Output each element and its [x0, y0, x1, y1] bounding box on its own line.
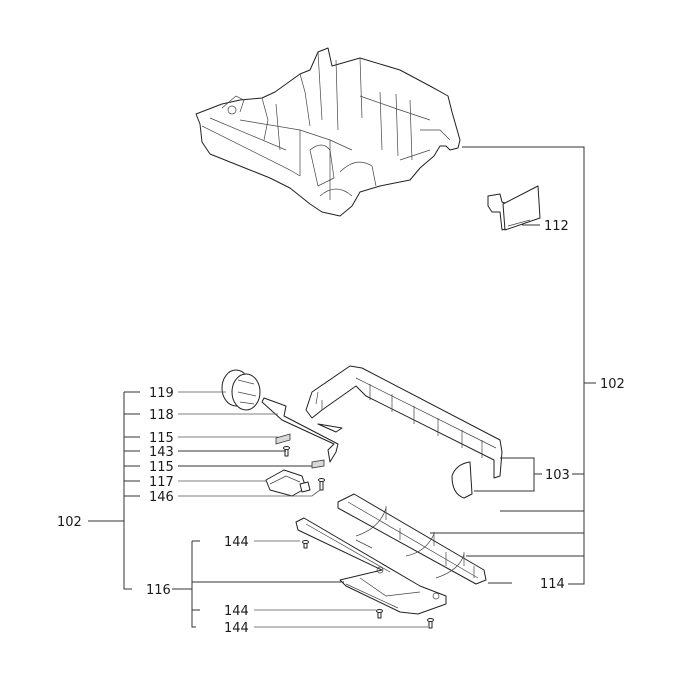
label-112: 112: [544, 219, 569, 234]
label-119: 119: [149, 386, 174, 401]
part-114-rail[interactable]: [337, 493, 487, 585]
part-115-clip-b[interactable]: [311, 459, 325, 469]
part-144-screw-c[interactable]: [427, 618, 434, 629]
part-103-endcap[interactable]: [451, 461, 473, 499]
leader-lines: [88, 146, 596, 628]
label-117: 117: [149, 475, 174, 490]
callout-labels: 112 102 103 114 119 118 115 143 115 117 …: [57, 219, 625, 636]
part-117-cover[interactable]: [265, 469, 311, 497]
label-146: 146: [149, 490, 174, 505]
label-114: 114: [540, 577, 565, 592]
label-116: 116: [146, 583, 171, 598]
label-102-left: 102: [57, 515, 82, 530]
part-144-screw-b[interactable]: [376, 609, 383, 619]
label-144-a: 144: [224, 535, 249, 550]
label-115-b: 115: [149, 460, 174, 475]
label-143: 143: [149, 445, 174, 460]
label-144-c: 144: [224, 621, 249, 636]
part-144-screw-a[interactable]: [302, 540, 309, 549]
part-103-rail[interactable]: [305, 365, 503, 479]
label-144-b: 144: [224, 604, 249, 619]
part-116-baseplate[interactable]: [295, 517, 447, 615]
part-119-knob[interactable]: [221, 369, 261, 411]
part-115-clip-a[interactable]: [275, 433, 291, 445]
part-102-housing[interactable]: [195, 47, 461, 217]
label-118: 118: [149, 408, 174, 423]
label-115-a: 115: [149, 431, 174, 446]
label-102-right: 102: [600, 377, 625, 392]
part-112-bracket[interactable]: [487, 185, 541, 231]
part-146-screw[interactable]: [318, 478, 325, 491]
label-103: 103: [545, 468, 570, 483]
part-143-screw[interactable]: [283, 446, 290, 457]
part-118-wire-handle[interactable]: [261, 397, 343, 463]
